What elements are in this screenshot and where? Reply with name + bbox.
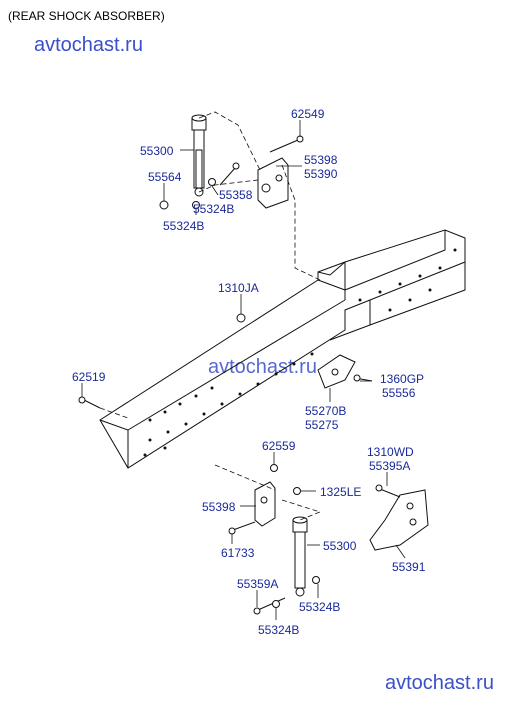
bolt-61733[interactable]: [228, 521, 256, 535]
bolt-62559[interactable]: [270, 464, 278, 472]
label-55390[interactable]: 55390: [304, 167, 338, 181]
label-55324B-bottom-1[interactable]: 55324B: [299, 600, 340, 614]
bolt-62549[interactable]: [269, 135, 304, 153]
label-55398-bottom[interactable]: 55398: [202, 500, 236, 514]
nut-1310JA[interactable]: [236, 313, 246, 323]
label-1360GP[interactable]: 1360GP: [380, 372, 424, 386]
label-55398-top[interactable]: 55398: [304, 153, 338, 167]
label-62549[interactable]: 62549: [291, 107, 325, 121]
label-55300-top[interactable]: 55300: [140, 144, 174, 158]
diagram-title: (REAR SHOCK ABSORBER): [8, 9, 165, 23]
bracket-55391[interactable]: [369, 489, 429, 551]
label-1310JA[interactable]: 1310JA: [218, 281, 259, 295]
bolt-62519[interactable]: [78, 396, 101, 409]
nut-1325LE[interactable]: [293, 487, 301, 495]
label-55564[interactable]: 55564: [148, 170, 182, 184]
bottom-bracket[interactable]: [254, 481, 276, 527]
bolt-1310WD[interactable]: [375, 484, 401, 498]
watermark-top: avtochast.ru: [34, 34, 143, 56]
nut-55564[interactable]: [159, 200, 169, 210]
label-61733[interactable]: 61733: [221, 546, 255, 560]
top-bracket[interactable]: [257, 157, 289, 209]
label-55300-bottom[interactable]: 55300: [323, 539, 357, 553]
top-shock-absorber[interactable]: [191, 114, 207, 197]
label-55358[interactable]: 55358: [219, 188, 253, 202]
label-62519[interactable]: 62519: [72, 370, 106, 384]
nut-55324B-top[interactable]: [192, 178, 216, 209]
bolt-55359A[interactable]: [253, 597, 286, 615]
label-55275[interactable]: 55275: [305, 418, 339, 432]
label-55391[interactable]: 55391: [392, 560, 426, 574]
label-55395A[interactable]: 55395A: [369, 459, 410, 473]
label-55324B-bottom-2[interactable]: 55324B: [258, 623, 299, 637]
frame-rail: [99, 229, 466, 469]
watermark-bottom: avtochast.ru: [385, 672, 494, 694]
bolt-1360GP[interactable]: [353, 374, 373, 382]
label-55270B[interactable]: 55270B: [305, 404, 346, 418]
label-55324B-top-2[interactable]: 55324B: [163, 219, 204, 233]
bracket-55270B[interactable]: [317, 354, 356, 389]
nut-55324B-bottom[interactable]: [272, 576, 320, 608]
label-55556[interactable]: 55556: [382, 386, 416, 400]
leader-lines: [81, 120, 406, 620]
label-1310WD[interactable]: 1310WD: [367, 445, 414, 459]
watermark-middle: avtochast.ru: [208, 356, 317, 378]
label-1325LE[interactable]: 1325LE: [320, 485, 361, 499]
bottom-shock-absorber[interactable]: [292, 516, 308, 597]
label-62559[interactable]: 62559: [262, 439, 296, 453]
label-55324B-top-1[interactable]: 55324B: [193, 202, 234, 216]
bolt-55358[interactable]: [219, 162, 240, 186]
label-55359A[interactable]: 55359A: [237, 577, 278, 591]
